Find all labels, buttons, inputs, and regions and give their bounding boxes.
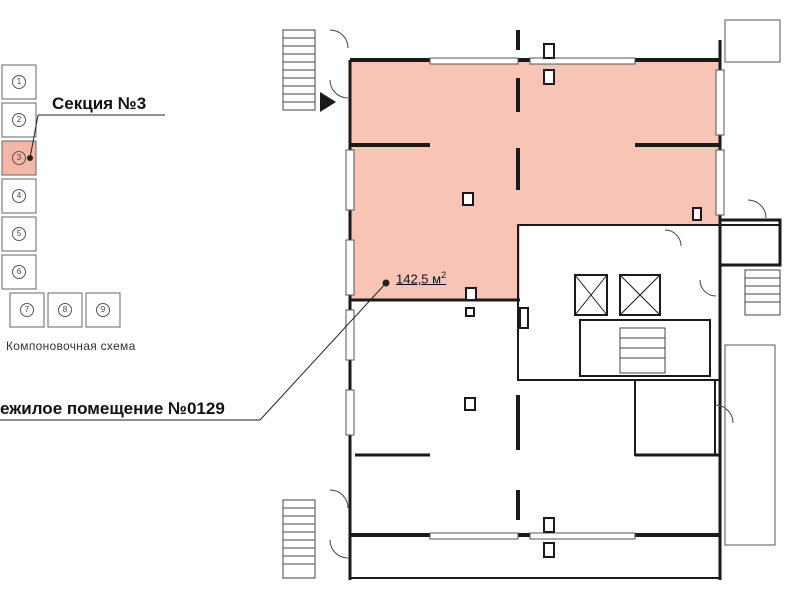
key-plan-cell-4: 4 (12, 189, 26, 203)
section-leader-line (29, 114, 39, 159)
entrance-arrow-icon (320, 92, 336, 112)
area-leader-dot (382, 279, 390, 287)
key-plan-cell-3: 3 (12, 151, 26, 165)
key-plan-caption: Компоновочная схема (6, 339, 136, 353)
area-leader-line (259, 282, 387, 421)
key-plan-cell-9: 9 (96, 303, 110, 317)
key-plan-cell-7: 7 (20, 303, 34, 317)
area-label: 142,5 м2 (396, 270, 446, 286)
windows (345, 57, 725, 540)
section-label: Секция №3 (52, 94, 147, 113)
key-plan-cell-8: 8 (58, 303, 72, 317)
key-plan-cell-5: 5 (12, 227, 26, 241)
section-leader-dot (27, 155, 33, 161)
doors (329, 29, 767, 559)
columns (462, 43, 702, 558)
stairs (282, 29, 781, 579)
premises-label: ежилое помещение №0129 (0, 399, 225, 418)
area-value: 142,5 м (396, 271, 442, 287)
key-plan (1, 64, 165, 328)
area-unit-superscript: 2 (441, 270, 447, 280)
key-plan-cell-6: 6 (12, 265, 26, 279)
key-plan-cell-2: 2 (12, 113, 26, 127)
key-plan-cell-1: 1 (12, 75, 26, 89)
